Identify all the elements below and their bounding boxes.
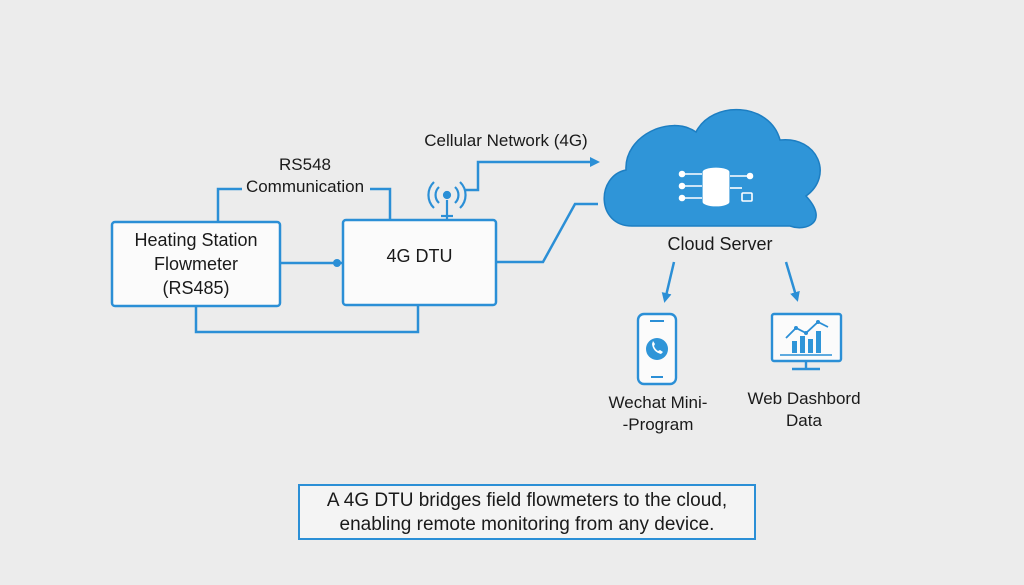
cellular-uplink-arrow [465, 157, 600, 192]
rs-communication-link-right [370, 187, 392, 220]
connector-node [333, 259, 341, 267]
dtu-label: 4G DTU [386, 246, 453, 266]
network-nodes-icon [678, 170, 754, 202]
dtu-cloud-link [496, 202, 598, 264]
rs-communication-link [216, 187, 242, 222]
cloud-to-web-arrow [784, 261, 800, 302]
flowmeter-line-3: (RS485) [162, 278, 230, 298]
cloud-to-wechat-arrow [661, 261, 676, 303]
wechat-line-1: Wechat Mini- [608, 393, 708, 412]
web-dashboard-label: Web Dashbord Data [740, 388, 868, 432]
rs-label-line-1: RS548 [279, 155, 331, 174]
flowmeter-line-2: Flowmeter [153, 254, 238, 274]
database-icon [701, 166, 731, 208]
cloud-server-label: Cloud Server [667, 234, 773, 254]
antenna-icon [427, 181, 467, 220]
web-line-2: Data [786, 411, 822, 430]
rs-communication-label: RS548 Communication [238, 154, 372, 198]
caption-line-1: A 4G DTU bridges field flowmeters to the… [326, 490, 728, 511]
web-line-1: Web Dashbord [747, 389, 861, 408]
caption-box: A 4G DTU bridges field flowmeters to the… [298, 484, 756, 540]
wechat-line-2: -Program [622, 415, 694, 434]
flowmeter-line-1: Heating Station [134, 230, 258, 250]
cellular-network-label: Cellular Network (4G) [424, 131, 588, 150]
rs-label-line-2: Communication [245, 177, 365, 196]
smartphone-icon [636, 312, 678, 386]
caption-line-2: enabling remote monitoring from any devi… [339, 514, 715, 535]
flowmeter-label: Heating Station Flowmeter (RS485) [112, 228, 280, 300]
bottom-loop-connector [194, 305, 420, 334]
wechat-label: Wechat Mini- -Program [596, 392, 720, 436]
monitor-icon [770, 312, 843, 371]
